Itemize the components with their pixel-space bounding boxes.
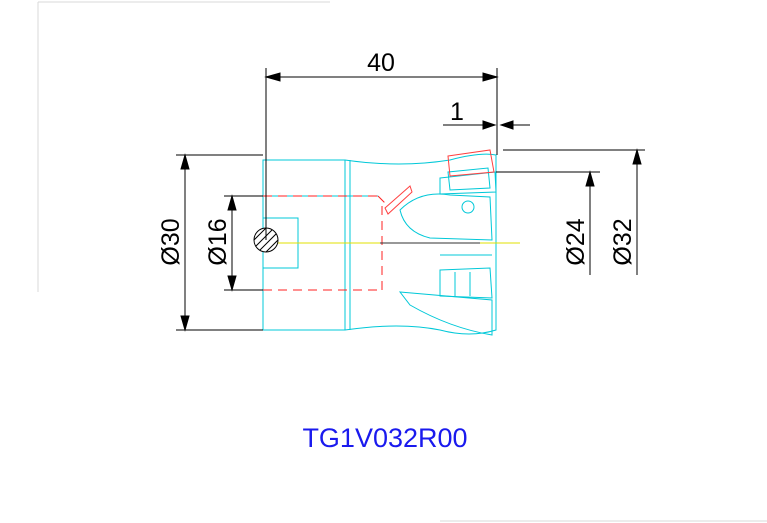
dim-cutting-diameter: Ø32 (609, 218, 637, 265)
part-code: TG1V032R00 (302, 423, 467, 453)
drawing-frame (37, 1, 767, 522)
dimension-lines (176, 68, 645, 332)
section-circle (253, 227, 279, 253)
dim-flute-offset: 1 (450, 98, 464, 126)
dim-bore-diameter: Ø16 (204, 218, 232, 265)
dim-inner-diameter: Ø24 (562, 218, 590, 265)
tool-body (262, 149, 497, 336)
hidden-bore (263, 195, 389, 291)
dim-overall-length: 40 (367, 49, 395, 77)
dim-shank-diameter: Ø30 (157, 218, 185, 265)
